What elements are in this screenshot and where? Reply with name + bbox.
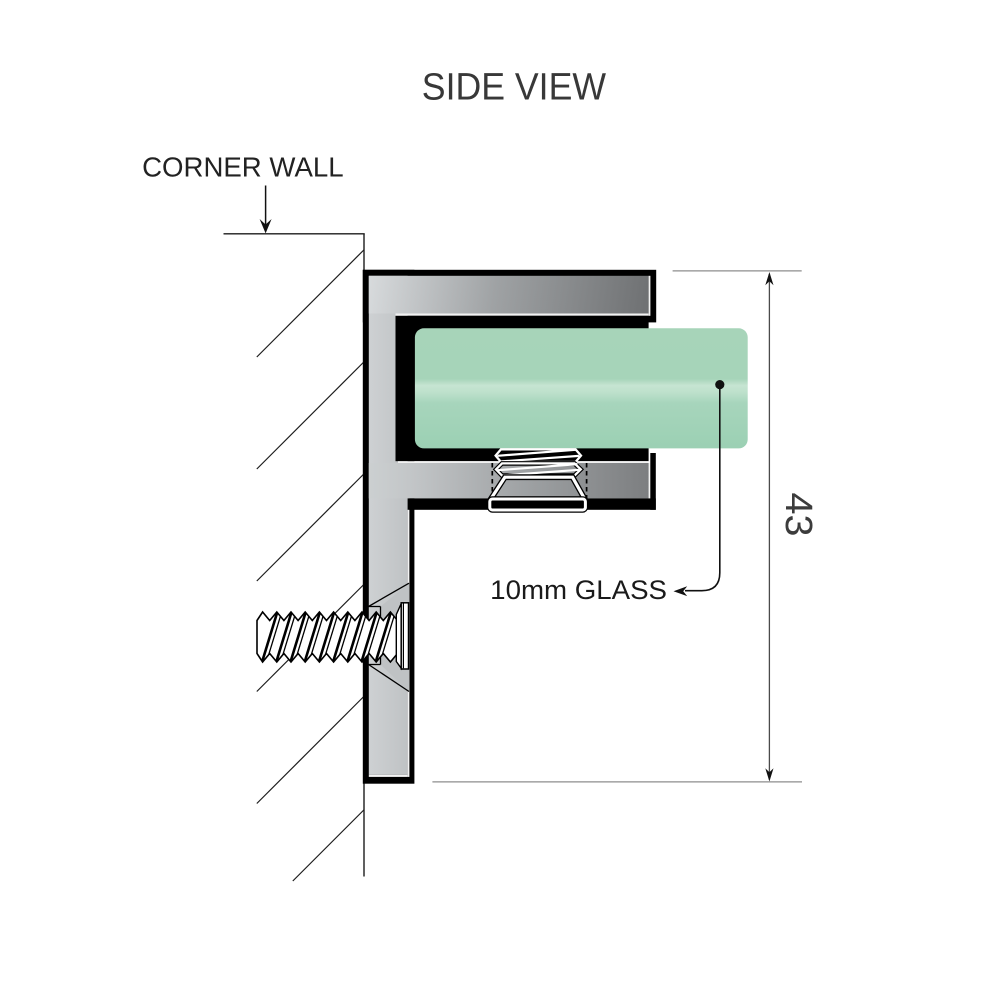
svg-text:10mm GLASS: 10mm GLASS xyxy=(490,574,667,605)
svg-text:SIDE VIEW: SIDE VIEW xyxy=(422,66,607,108)
svg-text:43: 43 xyxy=(777,493,820,537)
svg-text:CORNER WALL: CORNER WALL xyxy=(142,151,344,182)
